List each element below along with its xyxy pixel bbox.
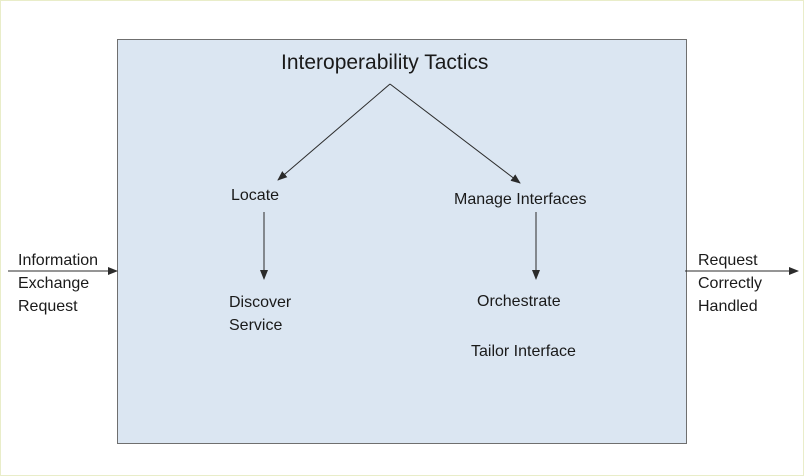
response-line-2: Correctly [698, 275, 763, 292]
node-manage-interfaces: Manage Interfaces [454, 191, 587, 208]
arrow-title-to-locate [277, 83, 391, 181]
tactics-panel [117, 39, 687, 444]
tactic-discover-service: Discover Service [229, 291, 291, 337]
stimulus-line-1: Information [18, 252, 99, 269]
tactic-discover-service-line-1: Discover [229, 294, 292, 311]
arrow-title-to-manage-interfaces [389, 83, 521, 184]
response-line-1: Request [698, 252, 758, 269]
stimulus-line-3: Request [18, 298, 78, 315]
stimulus-line-2: Exchange [18, 275, 90, 292]
stimulus-label: Information Exchange Request [18, 249, 98, 318]
tactic-discover-service-line-2: Service [229, 317, 283, 334]
node-locate: Locate [231, 187, 280, 204]
response-line-3: Handled [698, 298, 758, 315]
diagram-title: Interoperability Tactics [281, 51, 489, 74]
tactic-orchestrate: Orchestrate [477, 293, 561, 310]
tactic-tailor-interface: Tailor Interface [471, 343, 576, 360]
response-label: Request Correctly Handled [698, 249, 762, 318]
